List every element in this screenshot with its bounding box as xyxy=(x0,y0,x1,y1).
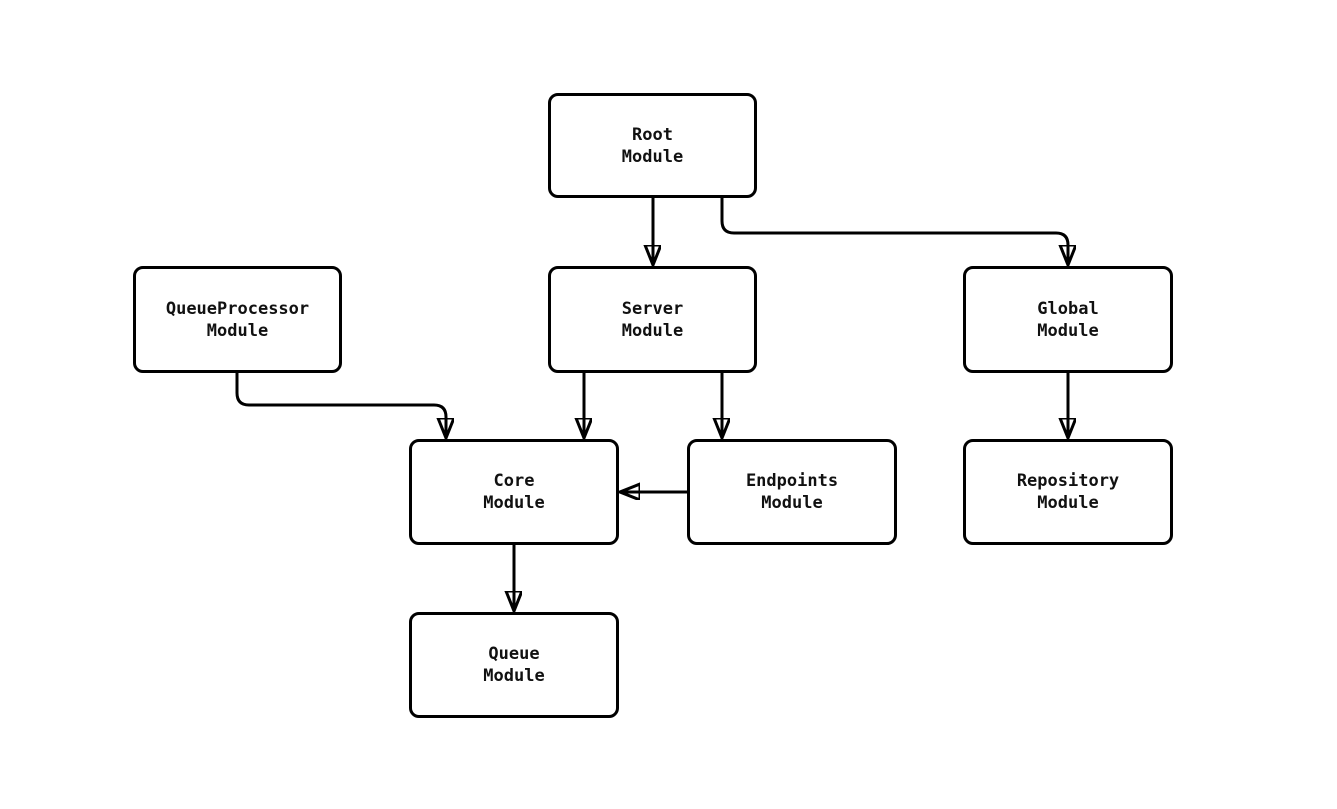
node-label-line: Core xyxy=(493,471,535,491)
edge-queueprocessor-core xyxy=(235,373,446,436)
node-label-line: Module xyxy=(1037,320,1099,341)
node-core-module: Core Module xyxy=(409,439,619,545)
node-repository-module: Repository Module xyxy=(963,439,1173,545)
node-global-module: Global Module xyxy=(963,266,1173,373)
node-label-line: Module xyxy=(621,320,684,341)
node-label-line: Module xyxy=(621,146,684,167)
node-label-line: Endpoints xyxy=(745,471,839,491)
node-server-module: Server Module xyxy=(548,266,757,373)
node-label-line: Queue xyxy=(488,644,540,664)
node-label-line: Module xyxy=(483,493,545,513)
node-label-line: Root xyxy=(632,124,673,145)
edge-root-global xyxy=(720,198,1068,263)
node-label-line: QueueProcessor xyxy=(165,298,310,319)
node-root-module: Root Module xyxy=(548,93,757,198)
node-label-line: Global xyxy=(1037,298,1099,319)
node-queueprocessor-module: QueueProcessor Module xyxy=(133,266,342,373)
node-label-line: Module xyxy=(1037,493,1099,513)
node-queue-module: Queue Module xyxy=(409,612,619,718)
node-endpoints-module: Endpoints Module xyxy=(687,439,897,545)
node-label-line: Module xyxy=(206,320,269,341)
node-label-line: Module xyxy=(761,493,823,513)
node-label-line: Module xyxy=(483,666,545,686)
node-label-line: Repository xyxy=(1016,471,1120,491)
node-label-line: Server xyxy=(621,298,684,319)
